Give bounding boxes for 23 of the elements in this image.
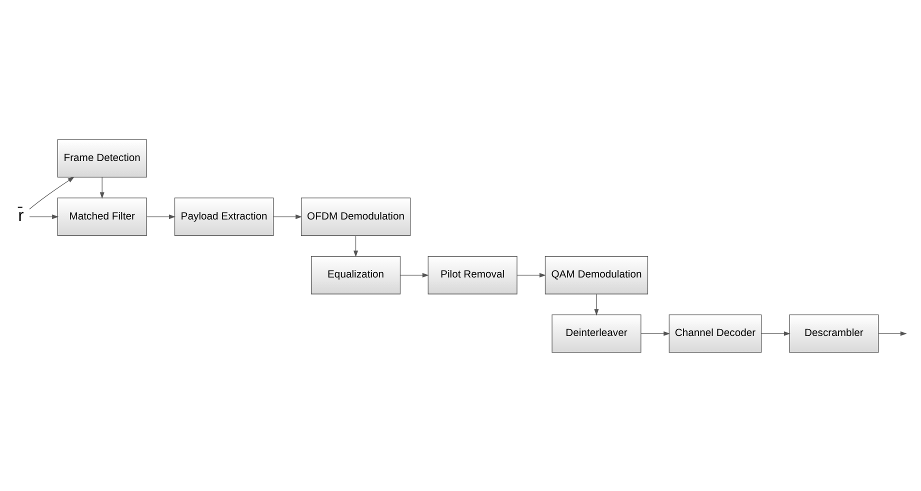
arrow [594,293,599,316]
arrow [273,214,302,219]
arrow [354,235,358,257]
arrow [29,214,59,219]
node-box: Descrambler [789,314,879,352]
node-box: Matched Filter [57,197,147,236]
arrow [400,272,429,277]
arrow [516,272,546,277]
node-box: Payload Extraction [174,197,274,236]
arrow [761,330,790,336]
node-box: Pilot Removal [428,256,518,294]
node-text: r̄ [18,205,24,224]
arrow [878,330,907,336]
node-box: Frame Detection [57,138,147,178]
node-box: OFDM Demodulation [300,197,411,236]
node-box: QAM Demodulation [544,256,648,294]
arrow [146,214,176,219]
arrow [100,176,104,198]
arrow [29,176,74,209]
node-box: Equalization [311,256,401,294]
arrow [640,330,670,336]
node-box: Channel Decoder [668,314,762,352]
node-box: Deinterleaver [552,314,642,352]
